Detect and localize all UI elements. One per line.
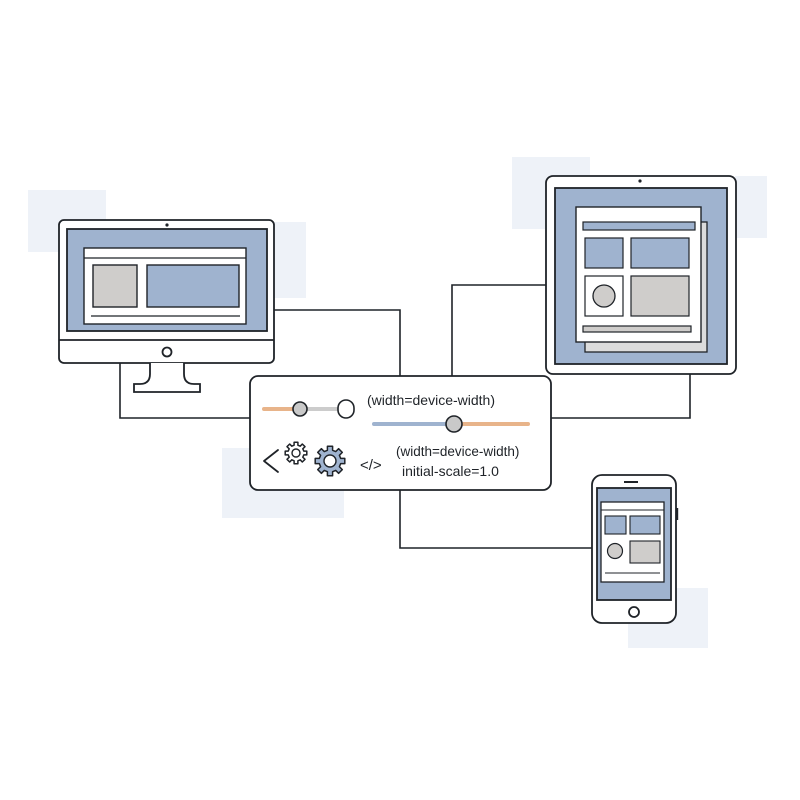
viewport-width-label: (width=device-width)	[367, 392, 495, 408]
monitor-camera	[165, 223, 169, 227]
slider-one-knob[interactable]	[292, 401, 308, 417]
tablet-page-media	[584, 275, 624, 317]
phone-home-button	[628, 606, 640, 618]
connector-tablet-bottom	[551, 374, 691, 419]
connectors	[119, 284, 691, 549]
connector-tablet-panel	[451, 284, 546, 376]
gear-icon[interactable]	[284, 441, 308, 465]
monitor-page-banner	[146, 264, 240, 308]
gear-hole	[291, 448, 301, 458]
tablet-page-avatar	[592, 284, 616, 308]
slider-one[interactable]	[262, 399, 355, 419]
code-icon: </>	[360, 457, 382, 474]
monitor-stand	[133, 363, 201, 393]
bg-tile	[735, 176, 767, 238]
controls-panel: (width=device-width) (width=device-width…	[249, 375, 552, 491]
desktop-monitor	[58, 219, 275, 393]
connector-desktop-panel	[274, 309, 401, 376]
slider-one-end-handle[interactable]	[337, 399, 355, 419]
tablet-camera	[638, 179, 642, 183]
phone-page-block-right	[629, 515, 661, 535]
phone-page-avatar	[606, 542, 624, 560]
tablet-page-footer	[582, 325, 692, 333]
bg-tile	[272, 222, 306, 298]
slider-two-knob[interactable]	[445, 415, 463, 433]
tablet	[545, 175, 737, 375]
tablet-page-block-left	[584, 237, 624, 269]
connector-desktop-bottom	[119, 362, 250, 419]
chevron-left-icon[interactable]	[263, 449, 279, 473]
viewport-width-label-second: (width=device-width)	[396, 444, 519, 459]
phone-page-block-left	[604, 515, 627, 535]
tablet-page-gray-block	[630, 275, 690, 317]
smartphone	[591, 474, 679, 624]
gear-hole	[323, 454, 337, 468]
phone-page-gray-block	[629, 540, 661, 564]
monitor-power-button	[161, 346, 173, 358]
initial-scale-label: initial-scale=1.0	[402, 463, 499, 479]
connector-panel-phone	[399, 490, 592, 549]
slider-two[interactable]	[372, 415, 530, 433]
monitor-page-image	[92, 264, 138, 308]
tablet-page-nav	[582, 221, 696, 231]
tablet-page-block-right	[630, 237, 690, 269]
gear-icon[interactable]	[314, 445, 346, 477]
